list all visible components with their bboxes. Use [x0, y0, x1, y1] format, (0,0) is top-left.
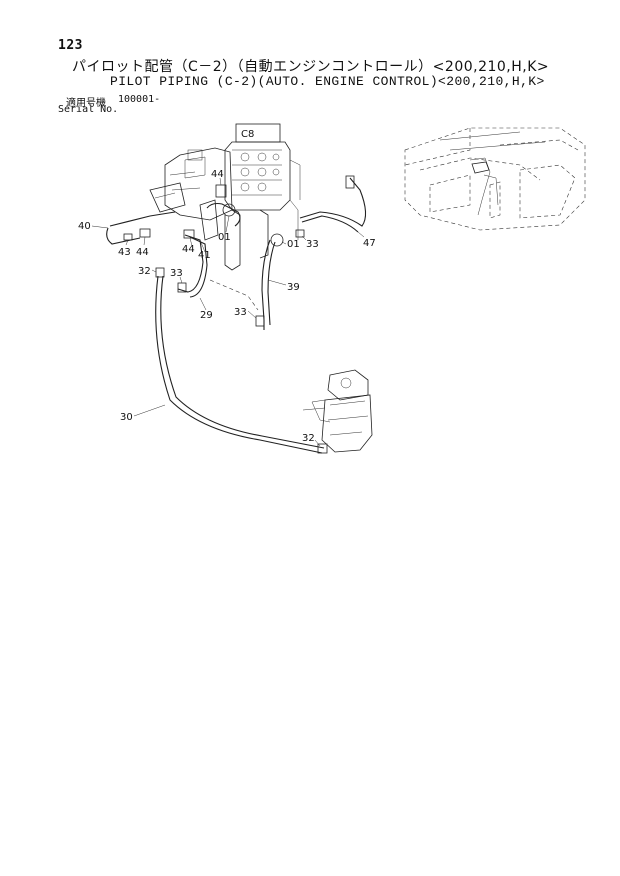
fitting-33-bottom	[255, 315, 265, 327]
callout-44-left: 44	[136, 247, 149, 258]
serial-label-japanese: 適用号機	[66, 98, 106, 109]
motor-assembly	[302, 369, 373, 453]
fitting-32-top	[155, 267, 165, 278]
fitting-44-center	[183, 229, 195, 239]
callout-01-left: 01	[218, 232, 231, 243]
callout-32-bottom: 32	[302, 433, 315, 444]
callout-numbers: 40 43 44 44 44 41 01 01 33 47 32 33 39 2…	[78, 169, 376, 444]
callout-01-right: 01	[287, 239, 300, 250]
callout-30: 30	[120, 412, 133, 423]
valve-label: C8	[241, 129, 254, 140]
callout-44-center: 44	[182, 244, 195, 255]
serial-label-english: Serial No.	[58, 104, 119, 115]
fitting-47-end	[345, 175, 355, 189]
title-english: PILOT PIPING (C-2)(AUTO. ENGINE CONTROL)…	[110, 74, 545, 89]
fitting-32-bottom	[317, 443, 328, 454]
callout-44-top: 44	[211, 169, 224, 180]
callout-41: 41	[198, 250, 211, 261]
callout-43: 43	[118, 247, 131, 258]
title-japanese: パイロット配管（C－2）（自動エンジンコントロール）<200,210,H,K>	[72, 59, 550, 75]
pilot-hoses	[106, 177, 367, 454]
machine-overview-illustration	[404, 127, 586, 231]
fitting-01-right	[270, 233, 284, 247]
callout-40: 40	[78, 221, 91, 232]
callout-39: 39	[287, 282, 300, 293]
fitting-43	[123, 233, 133, 241]
leader-lines	[91, 177, 365, 447]
callout-33-bottom: 33	[234, 307, 247, 318]
serial-number-value: 100001-	[118, 94, 161, 105]
callout-47: 47	[363, 238, 376, 249]
callout-29: 29	[200, 310, 213, 321]
callout-32-top: 32	[138, 266, 151, 277]
fitting-33-top	[295, 229, 305, 238]
fitting-44-top	[215, 184, 227, 198]
page-number: 123	[58, 38, 83, 53]
fitting-44-left	[139, 228, 151, 238]
callout-33-top: 33	[306, 239, 319, 250]
callout-33-left: 33	[170, 268, 183, 279]
